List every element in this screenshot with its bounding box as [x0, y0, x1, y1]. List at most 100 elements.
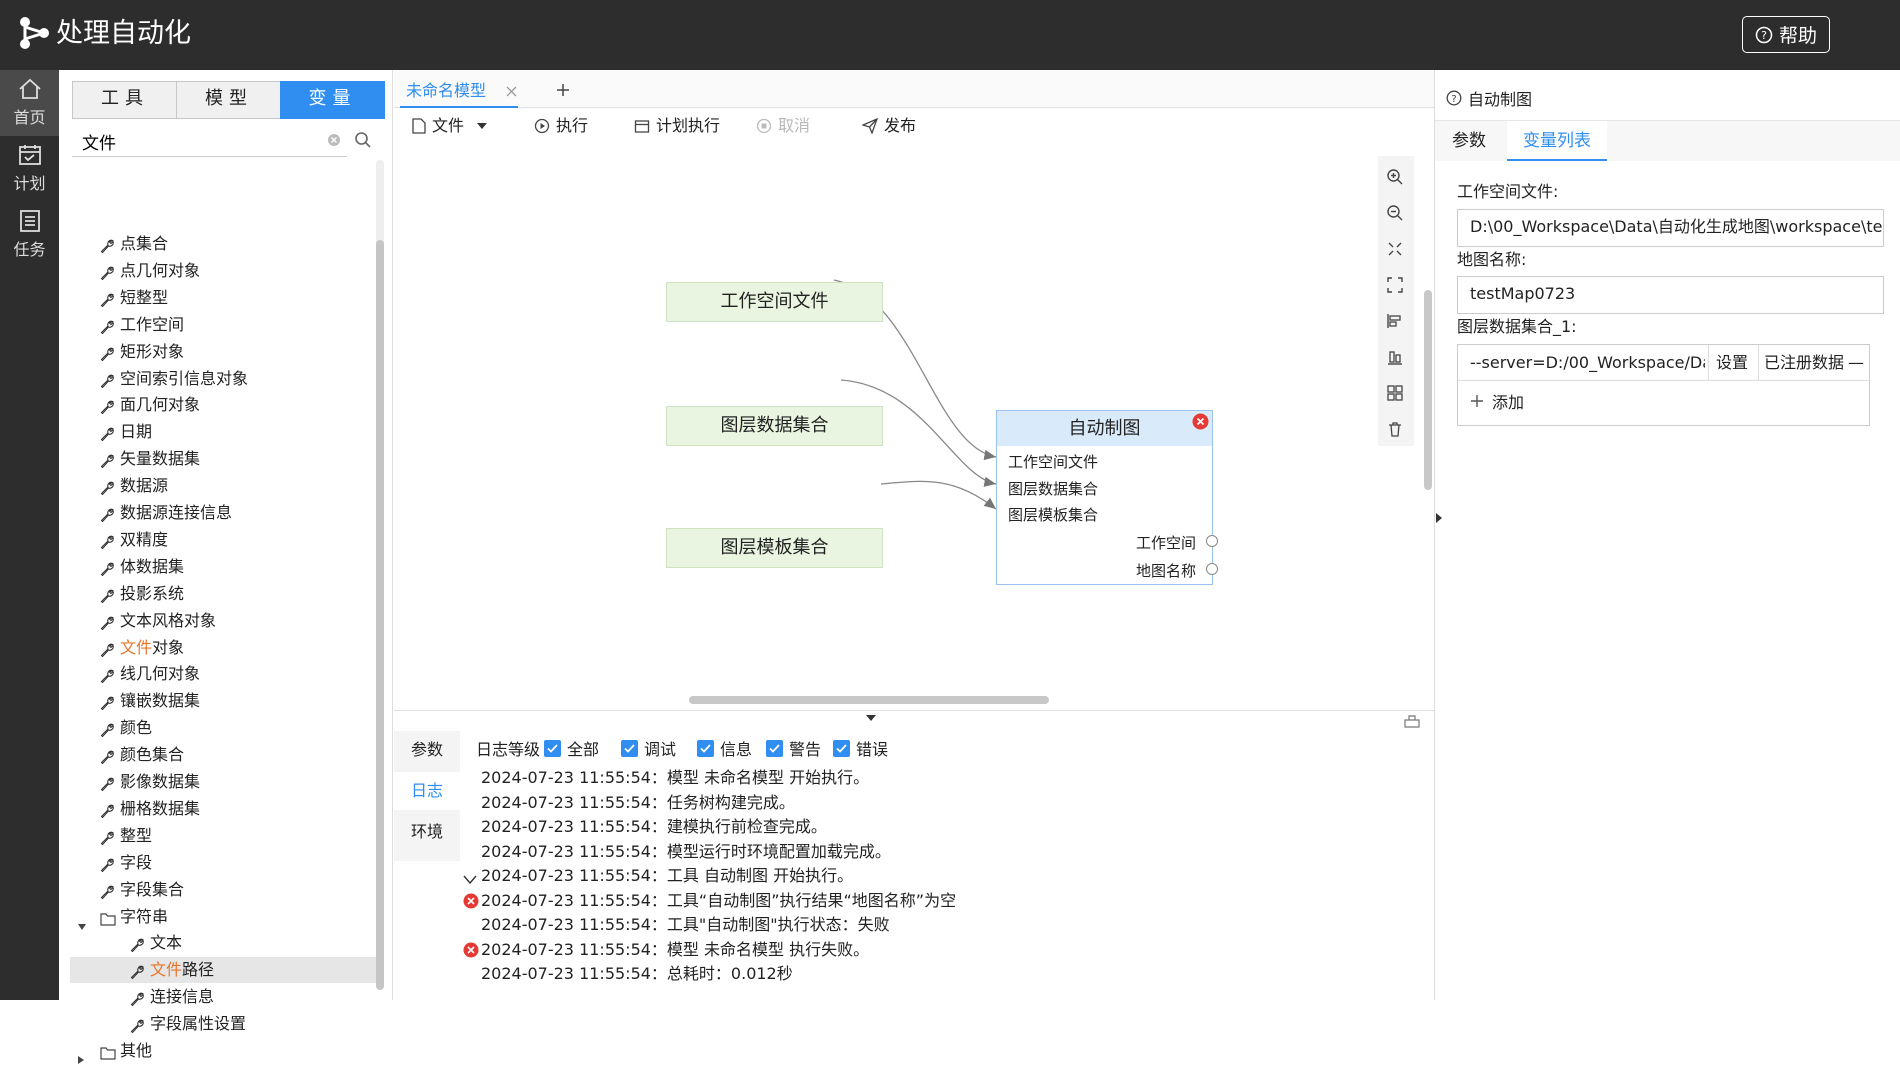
canvas-horizontal-scrollbar[interactable] — [689, 696, 1049, 704]
log-filter-checkbox[interactable]: 信息 — [697, 737, 752, 759]
nav-task[interactable]: 任务 — [0, 202, 59, 268]
tree-item[interactable]: 整型 — [70, 823, 380, 849]
schedule-run-button[interactable]: 计划执行 — [634, 114, 720, 138]
node-layer-template-set[interactable]: 图层模板集合 — [666, 528, 883, 568]
tree-scrollbar-thumb[interactable] — [376, 240, 384, 990]
canvas-vertical-scrollbar[interactable] — [1424, 290, 1432, 490]
tab-variables[interactable]: 变量 — [280, 81, 385, 119]
log-filter-checkbox[interactable]: 警告 — [766, 737, 821, 759]
tree-item[interactable]: 颜色集合 — [70, 742, 380, 768]
tree-item[interactable]: 矩形对象 — [70, 339, 380, 365]
output-connector[interactable] — [1206, 535, 1218, 547]
tree-item[interactable]: 线几何对象 — [70, 661, 380, 687]
error-close-icon[interactable] — [1192, 413, 1209, 430]
tree-item[interactable]: 字段集合 — [70, 877, 380, 903]
tree-item[interactable]: 点集合 — [70, 231, 380, 257]
remove-button[interactable]: — — [1848, 353, 1864, 372]
search-icon[interactable] — [354, 131, 372, 149]
wrench-icon — [100, 235, 114, 261]
tree-item[interactable]: 投影系统 — [70, 581, 380, 607]
tab-params[interactable]: 参数 — [410, 740, 443, 759]
publish-button[interactable]: 发布 — [862, 114, 916, 138]
input-port-layer-data-set[interactable]: 图层数据集合 — [1008, 480, 1099, 498]
node-workspace-file[interactable]: 工作空间文件 — [666, 282, 883, 322]
fit-view-button[interactable] — [1378, 232, 1412, 266]
tree-item[interactable]: 镶嵌数据集 — [70, 688, 380, 714]
tree-folder[interactable]: 字符串 — [70, 904, 380, 930]
set-button[interactable]: 设置 — [1716, 353, 1749, 372]
tree-item[interactable]: 空间索引信息对象 — [70, 366, 380, 392]
grid-layout-button[interactable] — [1378, 376, 1412, 410]
delete-button[interactable] — [1378, 412, 1412, 446]
tab-variable-list[interactable]: 变量列表 — [1507, 121, 1607, 161]
layer-set-group: --server=D:/00_Workspace/Da 设置 已注册数据 — 添… — [1457, 344, 1871, 426]
tool-node-auto-mapping[interactable]: 自动制图 工作空间文件 图层数据集合 图层模板集合 工作空间 地图名称 — [996, 410, 1218, 585]
tree-item[interactable]: 栅格数据集 — [70, 796, 380, 822]
registered-data-button[interactable]: 已注册数据 — [1764, 353, 1845, 372]
map-name-field[interactable]: testMap0723 — [1457, 276, 1884, 314]
clear-log-icon[interactable] — [1404, 714, 1420, 728]
tree-item[interactable]: 颜色 — [70, 715, 380, 741]
add-button[interactable]: 添加 — [1470, 389, 1524, 413]
tab-tools[interactable]: 工具 — [72, 81, 178, 119]
log-filter-checkbox[interactable]: 全部 — [544, 737, 599, 759]
tab-untitled-model[interactable]: 未命名模型 — [400, 76, 520, 108]
tree-folder[interactable]: 其他 — [70, 1038, 380, 1064]
tree-item[interactable]: 体数据集 — [70, 554, 380, 580]
add-tab-icon[interactable] — [556, 83, 570, 97]
tree-item[interactable]: 文件对象 — [70, 635, 380, 661]
output-port-workspace[interactable]: 工作空间 — [1135, 534, 1196, 552]
tree-item[interactable]: 连接信息 — [70, 984, 380, 1010]
chevron-down-icon[interactable] — [463, 870, 479, 886]
input-port-layer-template-set[interactable]: 图层模板集合 — [1008, 506, 1099, 524]
tab-models[interactable]: 模型 — [176, 81, 282, 119]
tree-item[interactable]: 面几何对象 — [70, 392, 380, 418]
tree-item[interactable]: 点几何对象 — [70, 258, 380, 284]
search-input[interactable] — [72, 123, 314, 159]
caret-down-icon[interactable] — [77, 913, 87, 939]
nav-plan[interactable]: 计划 — [0, 136, 59, 202]
tab-environment[interactable]: 环境 — [410, 822, 443, 841]
tab-params[interactable]: 参数 — [1452, 131, 1486, 151]
tree-item[interactable]: 短整型 — [70, 285, 380, 311]
caret-right-icon[interactable] — [77, 1047, 85, 1073]
input-port-workspace-file[interactable]: 工作空间文件 — [1008, 453, 1099, 471]
output-port-map-name[interactable]: 地图名称 — [1135, 562, 1196, 580]
tree-item[interactable]: 数据源连接信息 — [70, 500, 380, 526]
nav-home[interactable]: 首页 — [0, 70, 59, 136]
file-menu-button[interactable]: 文件 — [412, 114, 488, 138]
zoom-out-button[interactable] — [1378, 196, 1412, 230]
collapse-panel-icon[interactable] — [865, 714, 877, 722]
zoom-in-button[interactable] — [1378, 160, 1412, 194]
tree-item[interactable]: 工作空间 — [70, 312, 380, 338]
output-connector[interactable] — [1206, 563, 1218, 575]
tree-item[interactable]: 文本风格对象 — [70, 608, 380, 634]
cancel-button[interactable]: 取消 — [756, 114, 810, 138]
align-top-button[interactable] — [1378, 340, 1412, 374]
collapse-handle[interactable] — [1435, 420, 1443, 620]
tree-item[interactable]: 日期 — [70, 419, 380, 445]
tree-item[interactable]: 双精度 — [70, 527, 380, 553]
log-filter-checkbox[interactable]: 错误 — [833, 737, 888, 759]
node-layer-data-set[interactable]: 图层数据集合 — [666, 406, 883, 446]
run-button[interactable]: 执行 — [534, 114, 588, 138]
align-left-button[interactable] — [1378, 304, 1412, 338]
clear-icon[interactable] — [327, 133, 341, 147]
tree-item[interactable]: 矢量数据集 — [70, 446, 380, 472]
tree-item[interactable]: 影像数据集 — [70, 769, 380, 795]
tree-item[interactable]: 文件路径 — [70, 957, 380, 984]
layer-set-value[interactable]: --server=D:/00_Workspace/Da — [1470, 353, 1705, 372]
tab-log[interactable]: 日志 — [394, 772, 460, 810]
tree-item[interactable]: 字段 — [70, 850, 380, 876]
workspace-file-field[interactable]: D:\00_Workspace\Data\自动化生成地图\workspace\t… — [1457, 209, 1884, 247]
close-tab-icon[interactable] — [506, 86, 517, 97]
tree-item[interactable]: 文本 — [70, 930, 380, 956]
model-canvas[interactable]: 工作空间文件 图层数据集合 图层模板集合 自动制图 工作空间文件 图层数据集合 … — [394, 146, 1432, 704]
log-line: 2024-07-23 11:55:54：总耗时：0.012秒 — [481, 964, 793, 983]
fullscreen-button[interactable] — [1378, 268, 1412, 302]
tree-item-label: 数据源 — [120, 476, 169, 496]
tree-item[interactable]: 数据源 — [70, 473, 380, 499]
log-filter-checkbox[interactable]: 调试 — [621, 737, 676, 759]
tree-item[interactable]: 字段属性设置 — [70, 1011, 380, 1037]
help-button[interactable]: ? 帮助 — [1742, 16, 1830, 53]
